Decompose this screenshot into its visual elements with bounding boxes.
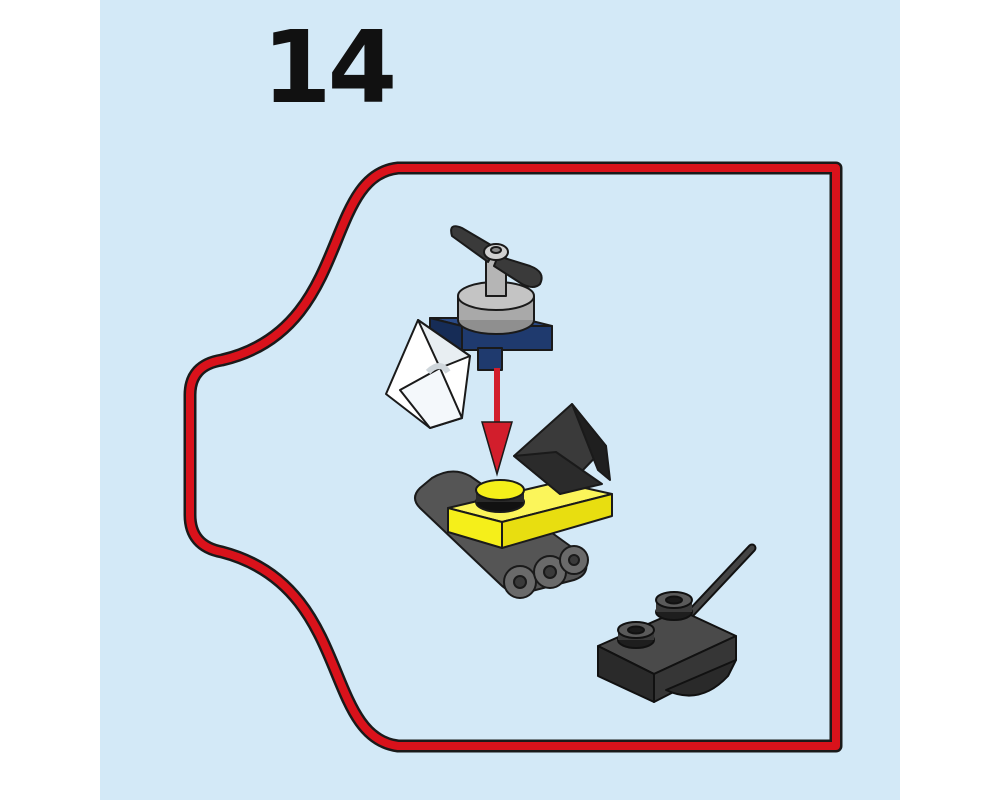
step-number: 14	[262, 9, 397, 126]
black-arm-piece-icon	[597, 543, 757, 703]
propeller-assembly-icon	[385, 225, 553, 429]
yellow-vehicle-icon	[414, 403, 613, 599]
callout-frame	[183, 161, 843, 753]
arrow-down-icon	[481, 368, 513, 477]
